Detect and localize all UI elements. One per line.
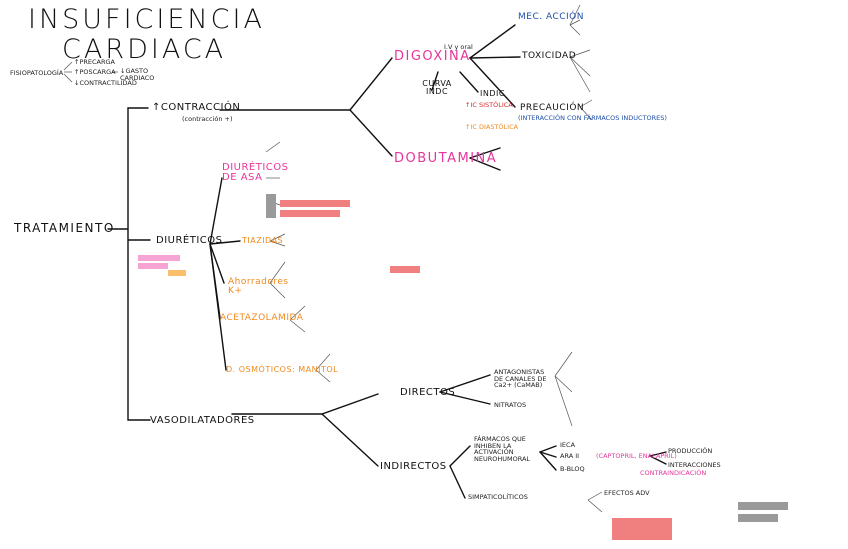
indic-ic-sistolica: ↑IC SISTÓLICA (465, 101, 513, 109)
fisio-item-poscarga: ↑POSCARGA (74, 68, 116, 76)
directos-canales-ca: ANTAGONISTAS DE CANALES DE Ca2+ (CaMAB) (494, 368, 547, 389)
highlight-bar (138, 263, 168, 269)
fisio-result: ↓GASTO CARDIACO (120, 67, 155, 82)
interacciones-label: INTERACCIONES (668, 461, 721, 469)
ahorradores-label: Ahorradores K+ (228, 277, 289, 296)
title-line-2: CARDIACA (62, 34, 227, 65)
highlight-bar (266, 194, 276, 218)
ara2-label: ARA II (560, 452, 580, 460)
indic-label: INDIC (480, 89, 505, 98)
diureticos-asa-label: DIURÉTICOS DE ASA (222, 162, 289, 183)
mec-accion-label: MEC. ACCIÓN (518, 12, 584, 22)
fisiopatologia-label: FISIOPATOLOGÍA (10, 69, 64, 77)
directos-label: DIRECTOS (400, 387, 456, 398)
precaucion-label: PRECAUCIÓN (520, 103, 585, 113)
highlight-bar (390, 266, 420, 273)
indirectos-simpaticoliticos: SIMPATICOLÍTICOS (468, 493, 528, 501)
ieca-label: IECA (560, 441, 576, 449)
toxicidad-label: TOXICIDAD (522, 51, 577, 61)
tiazidas-label: TIAZIDAS (242, 236, 284, 245)
highlight-bar (280, 200, 350, 207)
fisio-item-contractilidad: ↓CONTRACTILIDAD (74, 79, 137, 87)
ieca-examples: (CAPTOPRIL, ENALAPRIL) (596, 452, 677, 460)
dobutamina-label: DOBUTAMINA (394, 151, 498, 166)
highlight-bar (738, 502, 788, 510)
contraccion-note: (contracción +) (182, 115, 233, 123)
highlight-bar (738, 514, 778, 522)
indirectos-neurohumoral: FÁRMACOS QUE INHIBEN LA ACTIVACIÓN NEURO… (474, 435, 531, 463)
precaucion-note: (INTERACCIÓN CON FÁRMACOS INDUCTORES) (518, 114, 667, 122)
osmoticos-label: D. OSMÓTICOS: MANITOL (226, 365, 339, 374)
highlight-bar (168, 270, 186, 276)
contraindicacion-label: CONTRAINDICACIÓN (640, 469, 707, 477)
highlight-bar (138, 255, 180, 261)
indirectos-label: INDIRECTOS (380, 461, 447, 472)
acetazolamida-label: ACETAZOLAMIDA (220, 313, 304, 323)
title-line-1: INSUFICIENCIA (28, 4, 265, 35)
efectos-adv-label: EFECTOS ADV (604, 489, 650, 497)
digoxina-label: DIGOXINA (394, 49, 471, 64)
tratamiento-label: TRATAMIENTO (14, 221, 115, 235)
highlight-bar (612, 518, 672, 540)
diureticos-label: DIURÉTICOS (156, 235, 223, 246)
curva-indc-label: CURVA INDC (422, 79, 452, 96)
vasodilatadores-label: VASODILATADORES (150, 415, 255, 426)
produccion-label: PRODUCCIÓN (668, 447, 713, 455)
contraccion-label: ↑CONTRACCIÓN (152, 102, 241, 113)
fisio-item-precarga: ↑PRECARGA (74, 58, 115, 66)
beta-bloq-label: B-BLOQ (560, 465, 585, 473)
digoxina-note: I.V y oral (444, 43, 473, 51)
highlight-bar (280, 210, 340, 217)
directos-nitratos: NITRATOS (494, 401, 527, 409)
indic-ic-diastolica: ↑IC DIASTÓLICA (465, 123, 519, 131)
